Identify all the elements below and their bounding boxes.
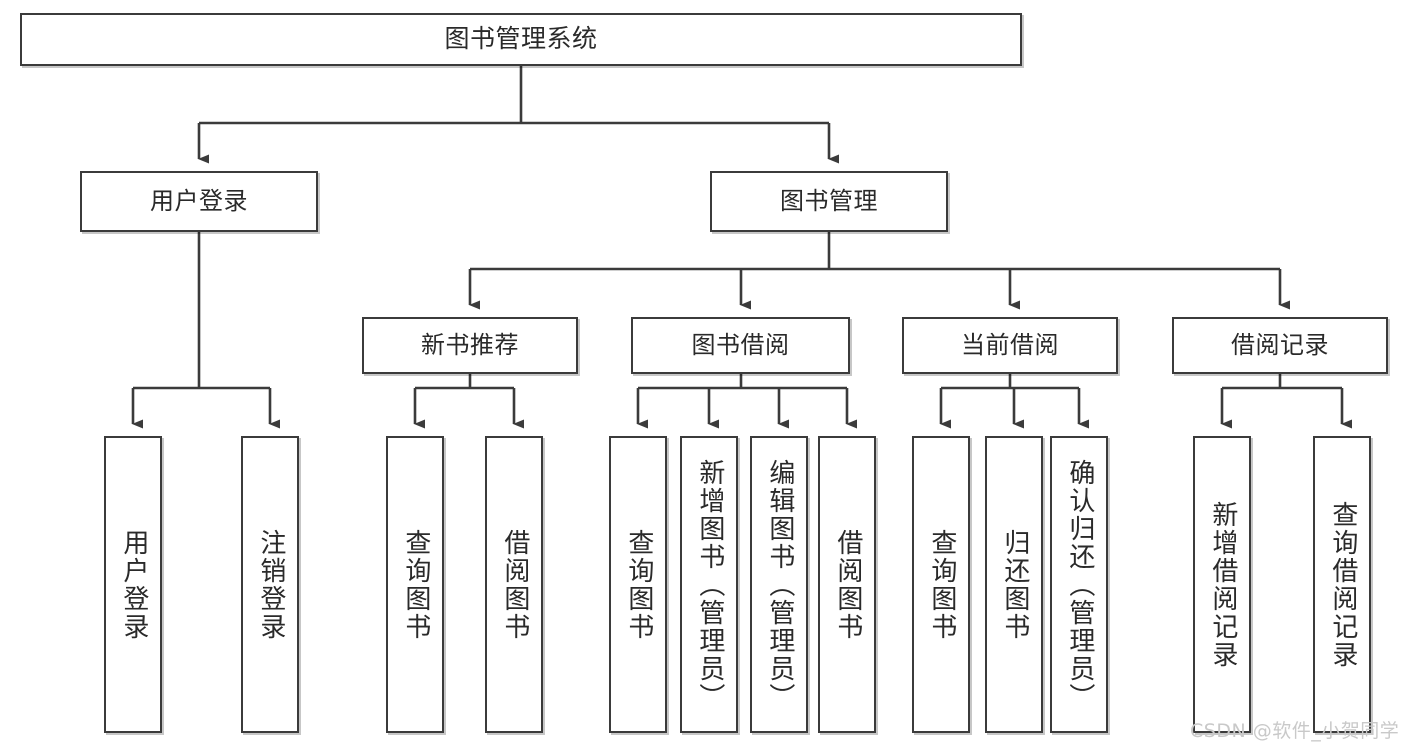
node-label: 查询图书 xyxy=(926,528,957,641)
node-leaf-add-record[interactable]: 新增借阅记录 xyxy=(1193,436,1251,733)
node-leaf-confirm[interactable]: 确认归还（管理员） xyxy=(1050,436,1108,733)
node-label: 借阅图书 xyxy=(499,528,530,641)
node-user-login[interactable]: 用户登录 xyxy=(80,171,318,232)
node-borrow-record[interactable]: 借阅记录 xyxy=(1172,317,1388,374)
node-leaf-add-book[interactable]: 新增图书（管理员） xyxy=(680,436,738,733)
node-leaf-edit-book[interactable]: 编辑图书（管理员） xyxy=(750,436,808,733)
node-current-borrow[interactable]: 当前借阅 xyxy=(902,317,1118,374)
node-label: 图书管理系统 xyxy=(444,24,598,54)
node-label: 用户登录 xyxy=(150,186,248,215)
csdn-watermark: CSDN @软件_小贺同学 xyxy=(1190,720,1400,742)
node-leaf-query-3[interactable]: 查询图书 xyxy=(912,436,970,733)
node-label: 新书推荐 xyxy=(421,330,519,359)
node-label: 查询图书 xyxy=(623,528,654,641)
node-label: 当前借阅 xyxy=(961,330,1059,359)
node-leaf-query-2[interactable]: 查询图书 xyxy=(609,436,667,733)
node-label: 查询图书 xyxy=(400,528,431,641)
node-label: 借阅图书 xyxy=(832,528,863,641)
node-label: 注销登录 xyxy=(255,528,286,641)
node-label: 新增借阅记录 xyxy=(1207,500,1238,669)
node-label: 查询借阅记录 xyxy=(1327,500,1358,669)
node-label: 借阅记录 xyxy=(1231,330,1329,359)
node-leaf-borrow-1[interactable]: 借阅图书 xyxy=(485,436,543,733)
node-book-borrow[interactable]: 图书借阅 xyxy=(631,317,850,374)
node-leaf-return[interactable]: 归还图书 xyxy=(985,436,1043,733)
node-label: 确认归还（管理员） xyxy=(1064,458,1095,711)
node-label: 图书管理 xyxy=(780,186,878,215)
node-label: 编辑图书（管理员） xyxy=(764,458,795,711)
node-new-book-rec[interactable]: 新书推荐 xyxy=(362,317,578,374)
node-label: 用户登录 xyxy=(118,528,149,641)
node-root[interactable]: 图书管理系统 xyxy=(20,13,1022,66)
node-label: 新增图书（管理员） xyxy=(694,458,725,711)
node-leaf-query-1[interactable]: 查询图书 xyxy=(386,436,444,733)
node-leaf-query-rec[interactable]: 查询借阅记录 xyxy=(1313,436,1371,733)
node-leaf-borrow-2[interactable]: 借阅图书 xyxy=(818,436,876,733)
node-leaf-logout[interactable]: 注销登录 xyxy=(241,436,299,733)
node-leaf-user-login[interactable]: 用户登录 xyxy=(104,436,162,733)
node-label: 图书借阅 xyxy=(691,330,790,359)
node-label: 归还图书 xyxy=(999,528,1030,641)
node-book-manage[interactable]: 图书管理 xyxy=(710,171,948,232)
